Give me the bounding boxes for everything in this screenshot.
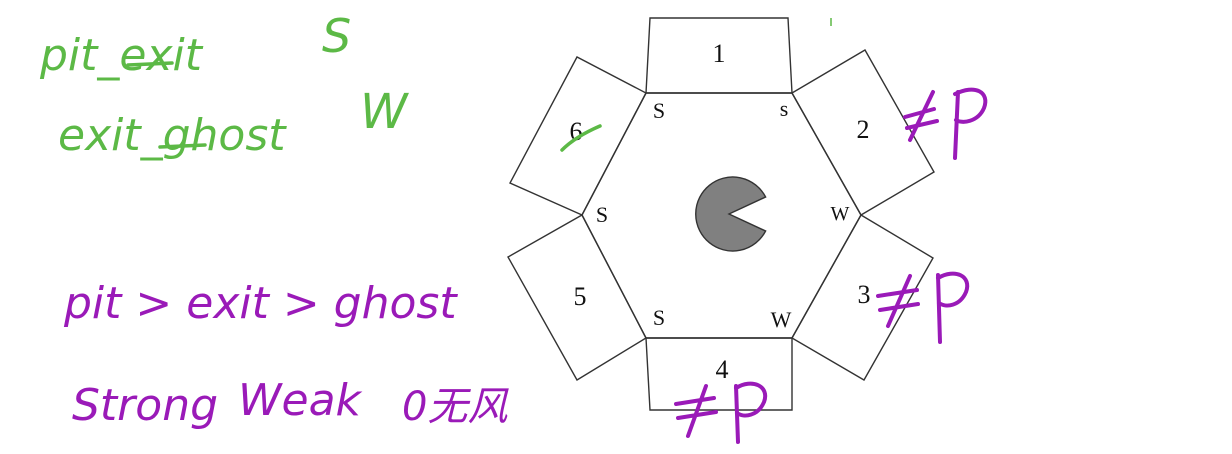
note-ordering: pit > exit > ghost [63,278,458,329]
room-5 [507,214,647,381]
note-exit-ghost-value: W [360,84,409,140]
edge-label-bottom-right: W [771,307,792,332]
room-6 [509,56,647,216]
room-4-not-pit-mark [674,381,768,444]
note-pit-exit-value: S [322,9,351,63]
purple-notes: pit > exit > ghost Strong Weak 0无风 [63,278,509,431]
note-strong: Strong [72,380,218,431]
room-1-number: 1 [713,39,726,68]
note-none: 0无风 [402,384,509,430]
hex-diagram: 1 2 3 4 5 6 S s W W S S [507,17,935,411]
edge-label-right: W [831,203,850,225]
room-3-not-pit-mark [876,271,970,344]
pit-exit-underscore [126,61,174,67]
room-2-number: 2 [857,115,870,144]
note-exit-ghost-name: exit_ghost [58,110,287,161]
exit-ghost-underscore [158,143,207,149]
pacman-icon [695,176,767,252]
green-notes: pit_exit S exit_ghost W [39,9,409,161]
room-4-number: 4 [716,355,729,384]
room-3 [791,214,934,381]
edge-label-bottom-left: S [653,305,665,330]
room-6-strike-mark [560,124,602,152]
edge-label-left: S [596,202,608,227]
room-4 [645,337,793,411]
note-weak: Weak [238,375,363,426]
room-2 [791,49,935,216]
room-6-number: 6 [570,117,583,146]
edge-label-top-left: S [653,98,665,123]
room-5-number: 5 [574,282,587,311]
room-3-number: 3 [858,280,871,309]
room-2-not-pit-mark [903,87,988,160]
note-pit-exit-name: pit_exit [39,30,204,81]
edge-label-top-right: s [780,96,789,121]
